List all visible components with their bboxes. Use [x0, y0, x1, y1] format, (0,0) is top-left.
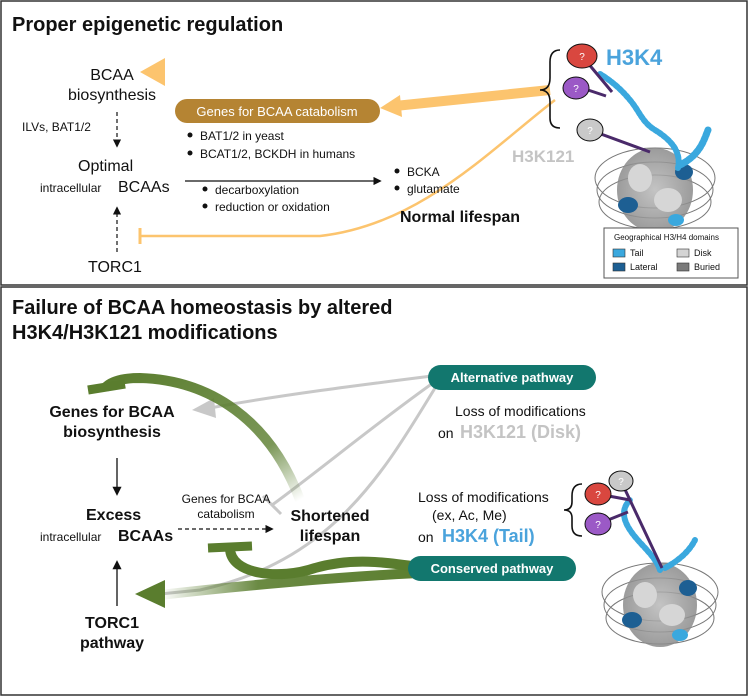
bottom-purple-mark: [584, 512, 612, 536]
bottom-nucleosome: [601, 497, 719, 647]
torc1-label: TORC1: [88, 259, 142, 276]
loss-h3k121-line: Loss of modifications: [455, 403, 586, 419]
ilvs-label: ILVs, BAT1/2: [22, 120, 91, 134]
catabolism-bullet-1: BAT1/2 in yeast: [200, 129, 284, 143]
loss-h3k4-line-1: Loss of modifications: [418, 489, 549, 505]
bottom-panel-frame: [0, 286, 748, 696]
torc1-pathway-line-1: TORC1: [85, 615, 139, 632]
legend-buried: Buried: [694, 262, 720, 272]
bottom-purple-mark-label: ?: [595, 520, 601, 531]
genes-biosynthesis-line-2: biosynthesis: [63, 424, 161, 441]
bottom-h3k121-connector: [619, 480, 664, 569]
h3k4-tail-label: H3K4 (Tail): [442, 526, 535, 546]
catabolism-bullet-2: BCAT1/2, BCKDH in humans: [200, 147, 355, 161]
bottom-panel-title-line-2: H3K4/H3K121 modifications: [12, 322, 278, 344]
alternative-pathway-pill: [428, 365, 596, 390]
green-arrowhead-torc1: [135, 580, 165, 608]
bottom-red-mark: [584, 482, 612, 506]
on-word-h3k4: on: [418, 529, 434, 545]
catabolism-pill-label: Genes for BCAA catabolism: [196, 104, 357, 119]
h3k121-label: H3K121: [512, 147, 574, 166]
on-word-h3k121: on: [438, 425, 454, 441]
legend-swatch-tail: [612, 248, 626, 258]
top-panel-title: Proper epigenetic regulation: [12, 14, 283, 36]
bullet-dot: [394, 168, 400, 174]
biosynthesis-label: biosynthesis: [68, 87, 156, 104]
legend-swatch-buried: [676, 262, 690, 272]
legend-lateral: Lateral: [630, 262, 658, 272]
top-nucleosome: [594, 71, 716, 232]
bottom-panel-title-line-1: Failure of BCAA homeostasis by altered: [12, 297, 392, 319]
top-brace: [539, 49, 561, 129]
bullet-dot: [187, 150, 193, 156]
bullet-dot: [202, 186, 208, 192]
green-arrow-to-torc1: [159, 567, 441, 600]
shortened-lifespan-line-1: Shortened: [290, 508, 369, 525]
legend-disk: Disk: [694, 248, 712, 258]
loss-h3k4-line-2: (ex, Ac, Me): [432, 507, 507, 523]
legend-tail: Tail: [630, 248, 644, 258]
product-bullet-2: glutamate: [407, 182, 460, 196]
bottom-intracellular-label: intracellular: [40, 530, 101, 544]
legend-title: Geographical H3/H4 domains: [614, 233, 719, 242]
grey-modification-mark: [576, 118, 604, 142]
normal-lifespan-label: Normal lifespan: [400, 209, 520, 226]
conserved-pathway-label: Conserved pathway: [431, 561, 555, 576]
bullet-dot: [202, 203, 208, 209]
grey-arrow-to-torc1: [149, 379, 442, 597]
intracellular-label: intracellular: [40, 181, 101, 195]
genes-biosynthesis-line-1: Genes for BCAA: [49, 404, 175, 421]
bullet-dot: [394, 185, 400, 191]
excess-label: Excess: [86, 507, 141, 524]
bcaas-label: BCAAs: [118, 179, 170, 196]
red-modification-mark: [566, 43, 598, 69]
bottom-bcaas-label: BCAAs: [118, 528, 173, 545]
bullet-dot: [187, 132, 193, 138]
grey-arrow-to-biosynthesis: [209, 373, 441, 410]
purple-modification-mark: [562, 76, 590, 100]
bottom-catabolism-line-2: catabolism: [197, 507, 254, 521]
grey-arrow-to-lifespan: [271, 376, 441, 507]
h3k4-label: H3K4: [606, 45, 663, 70]
legend-swatch-disk: [676, 248, 690, 258]
bottom-grey-mark-label: ?: [618, 477, 624, 488]
orange-inhibition-line: [140, 99, 556, 238]
top-panel-frame: [0, 0, 748, 286]
product-bullet-1: BCKA: [407, 165, 440, 179]
catabolism-pill: [175, 99, 380, 123]
bottom-grey-mark: [608, 470, 634, 492]
grey-inhibition-bar-lifespan: [261, 494, 283, 516]
domain-legend: Geographical H3/H4 domains Tail Disk Lat…: [603, 227, 739, 279]
bcaa-label: BCAA: [90, 67, 134, 84]
bottom-catabolism-line-1: Genes for BCAA: [182, 492, 271, 506]
process-bullet-1: decarboxylation: [215, 183, 299, 197]
green-inhibition-to-catabolism: [225, 547, 441, 580]
green-inhibition-bar-catabolism: [207, 541, 253, 553]
orange-arrowhead-catabolism: [380, 95, 402, 117]
h3k121-disk-label: H3K121 (Disk): [460, 422, 581, 442]
optimal-label: Optimal: [78, 158, 133, 175]
alternative-pathway-label: Alternative pathway: [451, 370, 575, 385]
bottom-red-mark-label: ?: [595, 490, 601, 501]
bottom-brace: [563, 483, 583, 537]
purple-mark-label: ?: [573, 84, 579, 95]
process-bullet-2: reduction or oxidation: [215, 200, 330, 214]
orange-arrow-to-catabolism: [394, 85, 551, 111]
grey-mark-label: ?: [587, 126, 593, 137]
torc1-pathway-line-2: pathway: [80, 635, 144, 652]
orange-arrowhead-biosynthesis: [140, 58, 165, 86]
conserved-pathway-pill: [408, 556, 576, 581]
red-mark-label: ?: [579, 52, 585, 63]
green-inhibition-bar-biosynthesis: [87, 379, 126, 395]
legend-swatch-lateral: [612, 262, 626, 272]
grey-arrowhead-biosynthesis: [192, 398, 216, 418]
shortened-lifespan-line-2: lifespan: [300, 528, 360, 545]
